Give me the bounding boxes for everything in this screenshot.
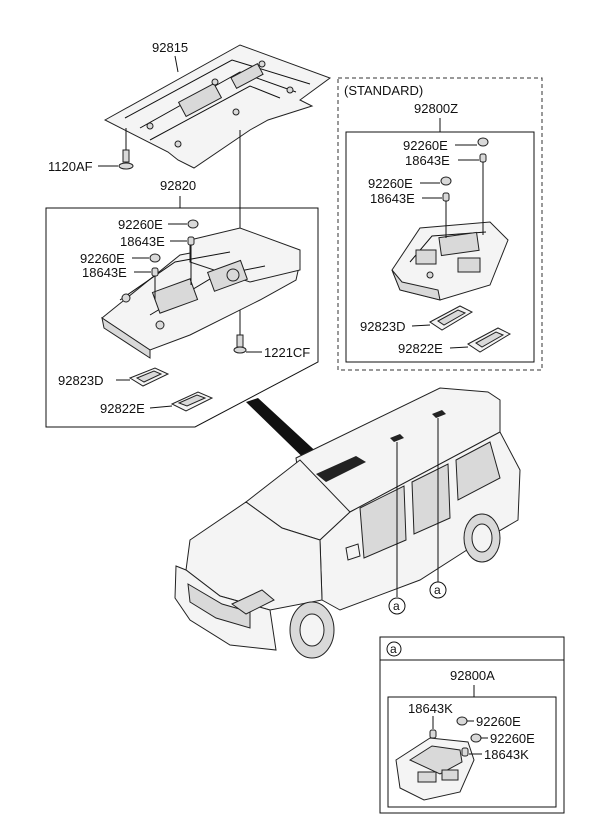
label-a-bulb-1: 18643K xyxy=(408,701,453,716)
lens-icon xyxy=(170,391,214,412)
bulb-icon xyxy=(461,747,469,757)
label-a-cap-2: 92260E xyxy=(490,731,535,746)
marker-left: a xyxy=(393,599,400,613)
detail-a-frame xyxy=(379,636,565,814)
lens-icon xyxy=(128,367,170,387)
car-illustration xyxy=(174,387,521,659)
leader-std-lens-2 xyxy=(449,346,469,349)
detail-a-marker: a xyxy=(390,642,397,656)
bulb-icon xyxy=(442,192,450,202)
marker-circle-left xyxy=(388,597,406,615)
map-lamp-assembly-92820 xyxy=(101,227,301,359)
label-92800z: 92800Z xyxy=(414,101,458,116)
label-92800a: 92800A xyxy=(450,668,495,683)
detail-a-inner-frame xyxy=(387,696,557,808)
cap-icon xyxy=(149,253,161,263)
screw-icon xyxy=(118,128,134,170)
bulb-icon xyxy=(187,236,195,246)
label-a-cap-1: 92260E xyxy=(476,714,521,729)
marker-right: a xyxy=(434,583,441,597)
bulb-icon xyxy=(151,267,159,277)
label-std-cap-2: 92260E xyxy=(368,176,413,191)
screw-icon xyxy=(233,334,247,354)
leader-lens-2 xyxy=(149,405,173,409)
standard-dashed-frame xyxy=(337,77,543,371)
map-lamp-assembly-92800z xyxy=(391,221,509,301)
label-cap-1: 92260E xyxy=(118,217,163,232)
lens-icon xyxy=(429,305,474,331)
label-lens-2: 92822E xyxy=(100,401,145,416)
main-group-frame xyxy=(45,207,319,428)
cap-icon xyxy=(470,733,482,743)
detail-a-marker-circle xyxy=(386,641,402,657)
lens-icon xyxy=(467,327,512,353)
bulb-icon xyxy=(479,153,487,163)
map-lamp-assembly-92800a xyxy=(395,737,475,801)
label-lens-1: 92823D xyxy=(58,373,104,388)
label-92815: 92815 xyxy=(152,40,188,55)
cap-icon xyxy=(477,137,489,147)
leader-std-lens-1 xyxy=(411,324,431,327)
label-1221cf: 1221CF xyxy=(264,345,310,360)
cap-icon xyxy=(456,716,468,726)
bulb-icon xyxy=(429,729,437,739)
marker-circle-right xyxy=(429,581,447,599)
label-std-lens-1: 92823D xyxy=(360,319,406,334)
label-92820: 92820 xyxy=(160,178,196,193)
label-bulb-2: 18643E xyxy=(82,265,127,280)
standard-group-frame xyxy=(345,131,535,363)
cap-icon xyxy=(187,219,199,229)
label-1120af: 1120AF xyxy=(48,159,93,174)
label-bulb-1: 18643E xyxy=(120,234,165,249)
leader-92815 xyxy=(174,55,179,73)
label-std-bulb-1: 18643E xyxy=(405,153,450,168)
cap-icon xyxy=(440,176,452,186)
label-std-lens-2: 92822E xyxy=(398,341,443,356)
label-std-bulb-2: 18643E xyxy=(370,191,415,206)
label-a-bulb-2: 18643K xyxy=(484,747,529,762)
roof-panel-92815 xyxy=(103,44,332,169)
label-std-cap-1: 92260E xyxy=(403,138,448,153)
label-cap-2: 92260E xyxy=(80,251,125,266)
label-standard: (STANDARD) xyxy=(344,83,423,98)
